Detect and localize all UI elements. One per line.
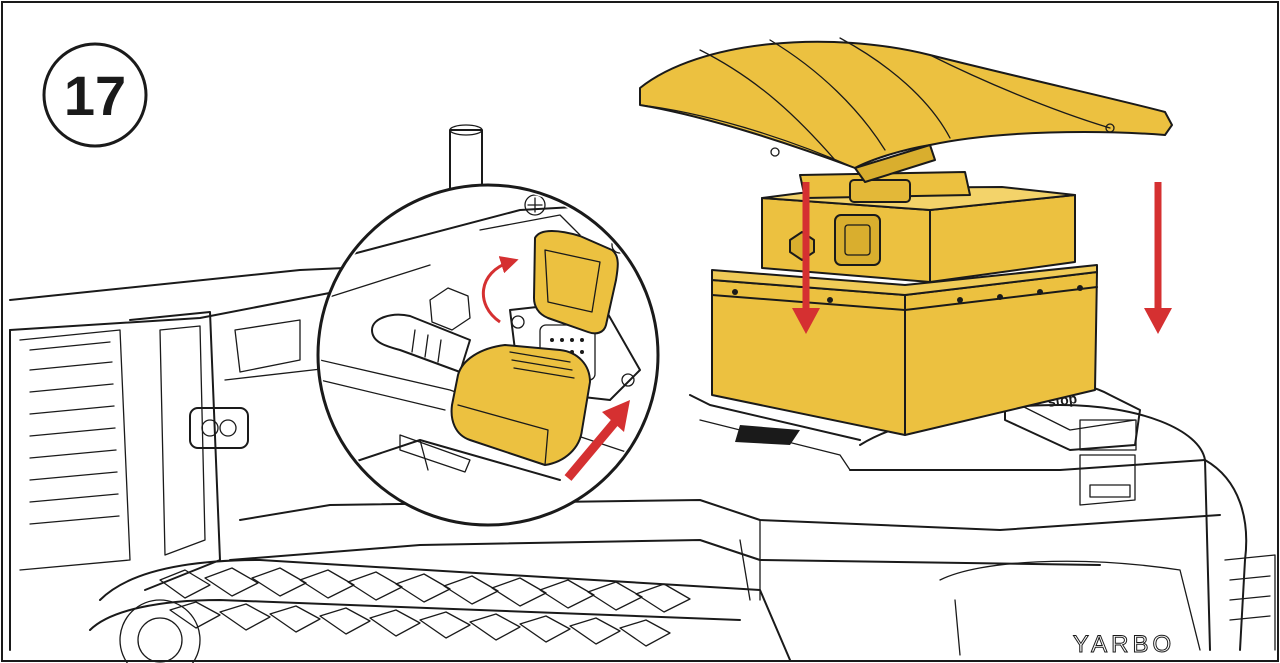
step-badge: 17: [42, 42, 148, 148]
battery-lid: [639, 37, 1173, 183]
zoom-detail: [316, 183, 660, 527]
arrow-down-icon: [1144, 308, 1172, 334]
step-number: 17: [64, 64, 126, 127]
connector-cap-icon: [533, 230, 619, 335]
insert-direction-arrows: [792, 182, 1172, 334]
arrow-down-icon: [792, 308, 820, 334]
brand-label: YARBO: [1073, 631, 1175, 658]
robot-body: stop YARBO: [9, 124, 1276, 663]
battery-pack: [711, 171, 1098, 436]
